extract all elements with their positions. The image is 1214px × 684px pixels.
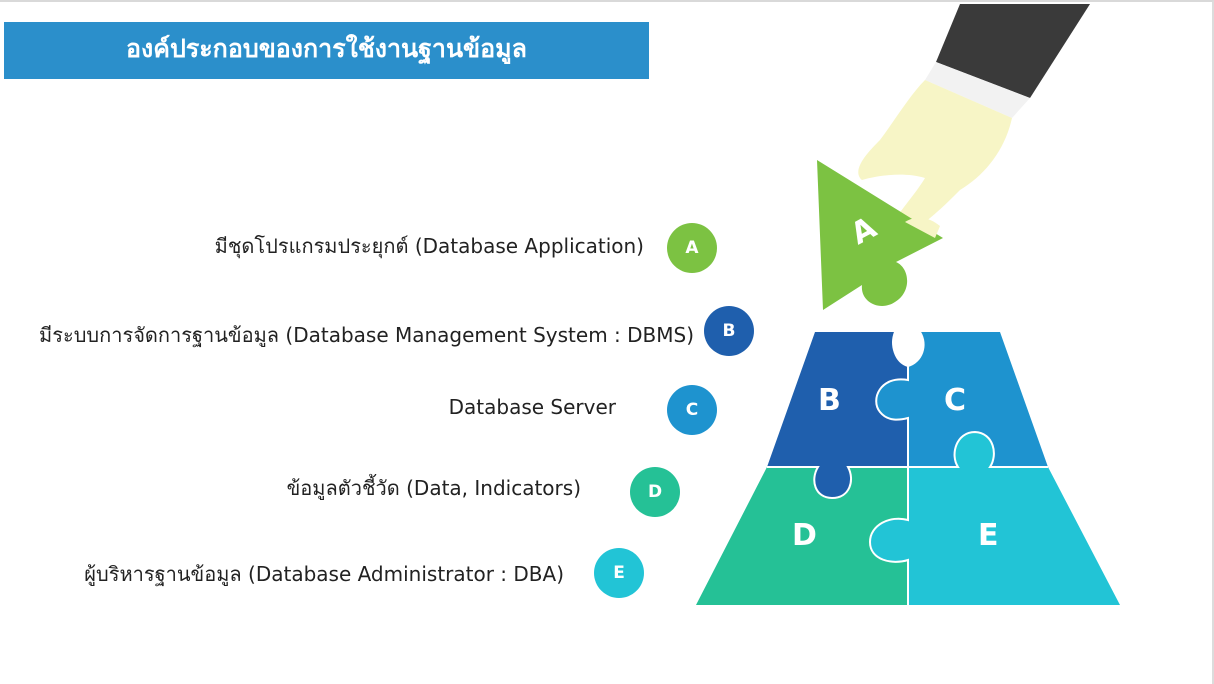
puzzle-piece-b: B: [767, 332, 908, 498]
puzzle-seams: [767, 331, 1048, 605]
badge-b: B: [704, 306, 754, 356]
item-label-b: มีระบบการจัดการฐานข้อมูล (Database Manag…: [39, 323, 694, 347]
puzzle-piece-a: A: [817, 160, 943, 310]
page-title: องค์ประกอบของการใช้งานฐานข้อมูล: [126, 34, 527, 63]
puzzle-piece-e: E: [870, 432, 1120, 605]
puzzle-illustration: A B C D E: [696, 4, 1120, 605]
puzzle-piece-d: D: [696, 467, 908, 605]
item-label-d: ข้อมูลตัวชี้วัด (Data, Indicators): [286, 476, 581, 500]
item-label-e: ผู้บริหารฐานข้อมูล (Database Administrat…: [84, 562, 564, 586]
badge-d: D: [630, 467, 680, 517]
puzzle-letter-b: B: [818, 383, 841, 418]
puzzle-piece-c: C: [876, 332, 1048, 467]
item-label-a: มีชุดโปรแกรมประยุกต์ (Database Applicati…: [214, 234, 644, 258]
title-banner: องค์ประกอบของการใช้งานฐานข้อมูล: [4, 22, 649, 79]
badge-c: C: [667, 385, 717, 435]
puzzle-letter-e: E: [978, 518, 999, 553]
item-label-c: Database Server: [448, 395, 616, 419]
badge-a: A: [667, 223, 717, 273]
puzzle-letter-d: D: [792, 518, 817, 553]
puzzle-letter-c: C: [944, 383, 966, 418]
badge-e: E: [594, 548, 644, 598]
hand-holding-piece-icon: [858, 4, 1090, 236]
